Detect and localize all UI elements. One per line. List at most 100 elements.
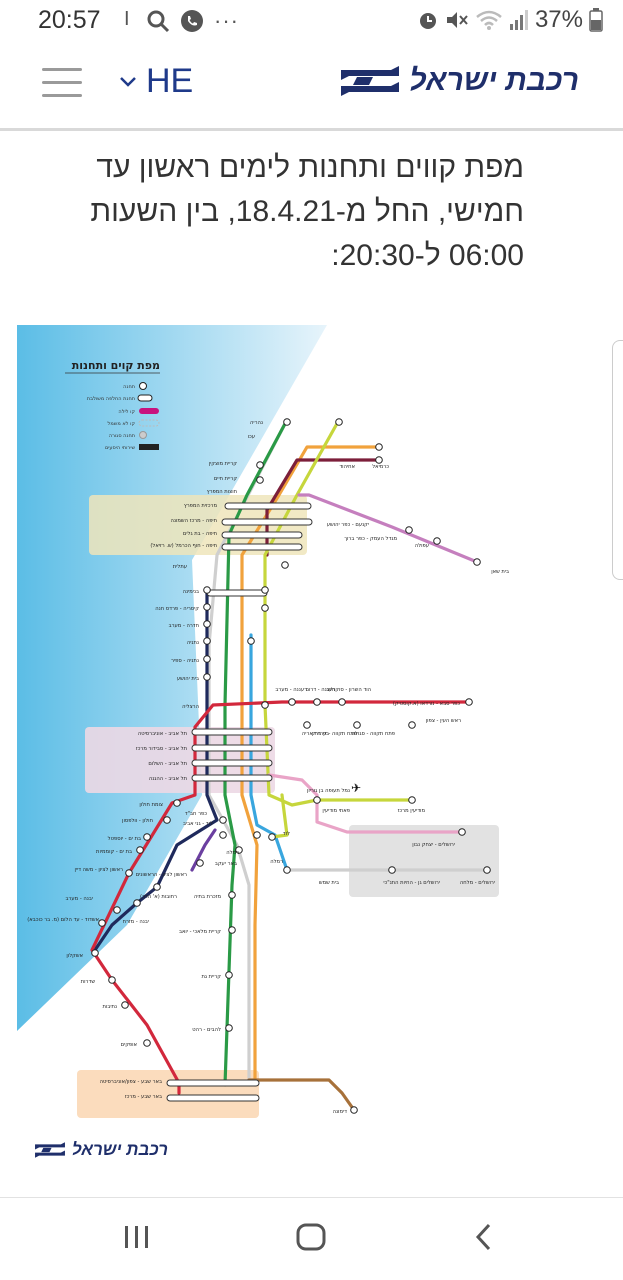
label-beit-shean: בית שאן bbox=[491, 569, 509, 575]
label-lod: לוד bbox=[283, 831, 290, 837]
label-binyamina: בנימינה bbox=[183, 589, 199, 595]
label-mifratz-hub: חוצות המפרץ bbox=[207, 489, 237, 495]
line-grey bbox=[207, 418, 289, 1087]
label-karmiel: כרמיאל bbox=[372, 464, 389, 470]
label-akko: עכו bbox=[248, 434, 255, 440]
label-bat-yam-yoseftal: בת ים - יוספטל bbox=[108, 836, 141, 842]
label-ofakim: אופקים bbox=[121, 1042, 137, 1048]
legend-item-night: קו לילה bbox=[118, 409, 135, 415]
label-netanya: נתניה bbox=[187, 640, 199, 646]
label-ta-hahagana: תל אביב - ההגנה bbox=[149, 776, 187, 782]
label-rishon-moshe-dayan: ראשון לציון - משה דיין bbox=[74, 867, 123, 873]
rail-map[interactable]: מפת קוים ותחנות תחנה תחנת החלפה משולבת ק… bbox=[17, 325, 529, 1125]
label-merkazit-mifratz: מרכזית המפרץ bbox=[184, 503, 218, 509]
legend-item-shuttle: שירותי היסעים bbox=[105, 445, 135, 451]
legend-item-station: תחנה bbox=[123, 384, 135, 390]
footer-logo: רכבת ישראל bbox=[34, 1140, 168, 1160]
label-hod-hasharon: הוד השרון - סוקולוב bbox=[326, 687, 371, 693]
label-ahihud: אחיהוד bbox=[339, 464, 355, 470]
label-beer-sheva-north: באר שבע - צפון/אוניברסיטה bbox=[100, 1079, 162, 1085]
line-orange bbox=[240, 445, 381, 1087]
label-yokneam: יקנעם - כפר יהושע bbox=[327, 522, 369, 528]
legend-item-closed: תחנה סגורה bbox=[109, 433, 135, 439]
label-sderot: שדרות bbox=[81, 979, 96, 985]
line-purple bbox=[190, 828, 217, 872]
nav-divider bbox=[0, 1197, 623, 1198]
label-paatei-modiin: פאתי מודיעין bbox=[322, 808, 350, 814]
line-lightblue bbox=[249, 633, 289, 872]
status-right-icons: 37% bbox=[417, 6, 603, 34]
label-netivot: נתיבות bbox=[103, 1004, 117, 1010]
label-rosh-haayin: ראש העין - צפון bbox=[426, 718, 461, 724]
label-jerusalem-navon: ירושלים - יצחק נבון bbox=[412, 842, 455, 848]
language-code: HE bbox=[146, 62, 194, 100]
train-logo-icon-small bbox=[35, 1142, 65, 1158]
label-bat-yam-komemiyut: בת ים - קוממיות bbox=[96, 849, 132, 855]
status-time: 20:57 bbox=[38, 6, 101, 34]
label-haifa-shmona: חיפה - מרכז השמונה bbox=[171, 518, 217, 524]
label-jerusalem-zoo: ירושלים גן - החיות התנ"כי bbox=[383, 880, 440, 886]
status-left-icons: ··· bbox=[146, 8, 239, 34]
site-logo[interactable]: רכבת ישראל bbox=[339, 64, 579, 98]
label-hadera: חדרה - מערב bbox=[169, 623, 199, 629]
rail-map-svg: מפת קוים ותחנות תחנה תחנת החלפה משולבת ק… bbox=[17, 325, 509, 1118]
language-selector[interactable]: HE bbox=[118, 62, 193, 101]
train-logo-icon bbox=[341, 66, 400, 96]
line-navy bbox=[93, 588, 219, 952]
label-dimona: דימונה bbox=[333, 1109, 348, 1115]
interchange-bars bbox=[166, 502, 313, 1102]
legend-closed-icon bbox=[139, 431, 147, 439]
label-yavne-west: יבנה - מערב bbox=[66, 896, 94, 902]
label-motzkin: קריית מוצקין bbox=[209, 461, 238, 467]
logo-text: רכבת ישראל bbox=[409, 64, 579, 97]
label-jerusalem-malha: ירושלים - מלחה bbox=[460, 880, 495, 886]
map-legend: מפת קוים ותחנות תחנה תחנת החלפה משולבת ק… bbox=[65, 359, 160, 451]
search-icon bbox=[147, 10, 170, 33]
label-ramla: רמלה bbox=[270, 859, 283, 865]
label-petah-tikva-arye: פתח תקווה - קריית אריה bbox=[302, 731, 357, 737]
label-beit-yehoshua: בית יהושע bbox=[177, 676, 199, 682]
legend-shuttle-icon bbox=[139, 444, 159, 450]
label-netanya-sapir: נתניה - ספיר bbox=[171, 658, 199, 664]
label-rishon-harishonim: ראשון לציון - הראשונים bbox=[136, 872, 187, 878]
station-labels: נהריה עכו קריית מוצקין קריית חיים חוצות … bbox=[27, 420, 509, 1115]
label-rehovot: רחובות (א' הדר) bbox=[140, 894, 177, 900]
airplane-icon: ✈ bbox=[351, 781, 361, 795]
label-kiryat-gat: קריית גת bbox=[201, 974, 221, 980]
label-ramla-2: רמלה bbox=[226, 850, 239, 856]
label-ta-savidor: תל אביב - סבידור מרכז bbox=[136, 746, 187, 752]
label-ashkelon: אשקלון bbox=[66, 953, 83, 959]
station-dots bbox=[91, 418, 491, 1114]
home-icon[interactable] bbox=[295, 1220, 327, 1254]
legend-title: מפת קוים ותחנות bbox=[72, 359, 160, 372]
hamburger-menu-icon[interactable] bbox=[42, 68, 82, 100]
label-beer-sheva-center: באר שבע - מרכז bbox=[125, 1094, 162, 1100]
label-mazkeret-batya: מזכרת בתיה bbox=[194, 894, 221, 900]
chevron-down-icon bbox=[120, 76, 136, 87]
recent-apps-icon[interactable] bbox=[122, 1220, 152, 1254]
phone-icon bbox=[181, 10, 203, 32]
system-nav-bar bbox=[0, 1198, 623, 1280]
battery-percent: 37% bbox=[534, 6, 583, 33]
label-bnei-brak: בני ברק bbox=[312, 731, 330, 737]
label-beit-shemesh: בית שמש bbox=[319, 880, 339, 886]
back-icon[interactable] bbox=[472, 1220, 496, 1254]
label-atlit: עתלית bbox=[173, 564, 187, 570]
battery-icon bbox=[589, 8, 603, 32]
legend-item-interchange: תחנת החלפה משולבת bbox=[87, 396, 135, 402]
legend-interchange-icon bbox=[137, 394, 153, 402]
label-modiin-center: מודיעין מרכז bbox=[398, 808, 426, 814]
jerusalem-zone bbox=[349, 825, 499, 897]
label-ashdod: אשדוד - עד הלום (מ. בר כוכבא) bbox=[27, 917, 99, 923]
legend-inactive-line-icon bbox=[138, 419, 160, 427]
line-lime-lower bbox=[270, 793, 289, 839]
label-yavne-east: יבנה - מזרח bbox=[123, 919, 149, 925]
label-ta-hashalom: תל אביב - השלום bbox=[148, 761, 187, 767]
alarm-icon bbox=[419, 13, 436, 29]
map-scroll-handle[interactable] bbox=[612, 340, 623, 580]
legend-station-icon bbox=[139, 382, 147, 390]
status-dots: ··· bbox=[214, 8, 239, 33]
label-kfar-saba: כפר סבא - נורדאו (א.קוסטיק) bbox=[393, 701, 460, 707]
header-divider bbox=[0, 128, 623, 131]
line-violet bbox=[297, 493, 479, 564]
